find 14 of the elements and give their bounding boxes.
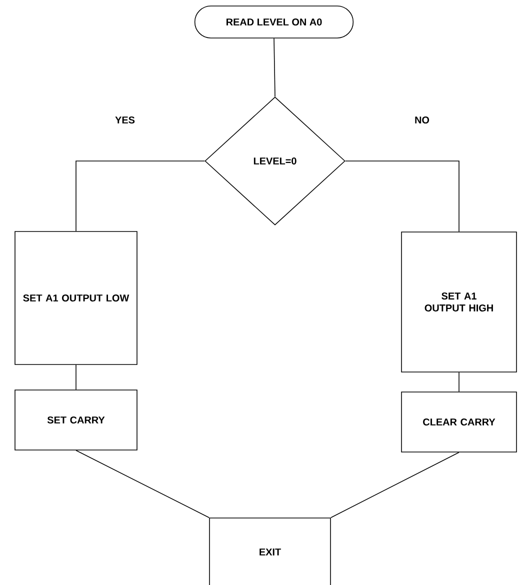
connector-line [458, 372, 460, 392]
edge-label: YES [114, 115, 136, 125]
process-box: SET A1 OUTPUT HIGH [401, 232, 517, 372]
terminal-box: READ LEVEL ON A0 [194, 6, 354, 38]
connector-line [76, 160, 205, 232]
connector-line [76, 450, 210, 518]
edge-label: NO [414, 115, 430, 125]
process-box: SET A1 OUTPUT LOW [14, 231, 138, 365]
process-box: CLEAR CARRY [401, 392, 517, 452]
connector-line [330, 452, 460, 518]
process-box: SET CARRY [14, 390, 138, 450]
connector-line [274, 38, 276, 97]
connector-line [345, 160, 460, 232]
process-box: EXIT [209, 518, 331, 585]
